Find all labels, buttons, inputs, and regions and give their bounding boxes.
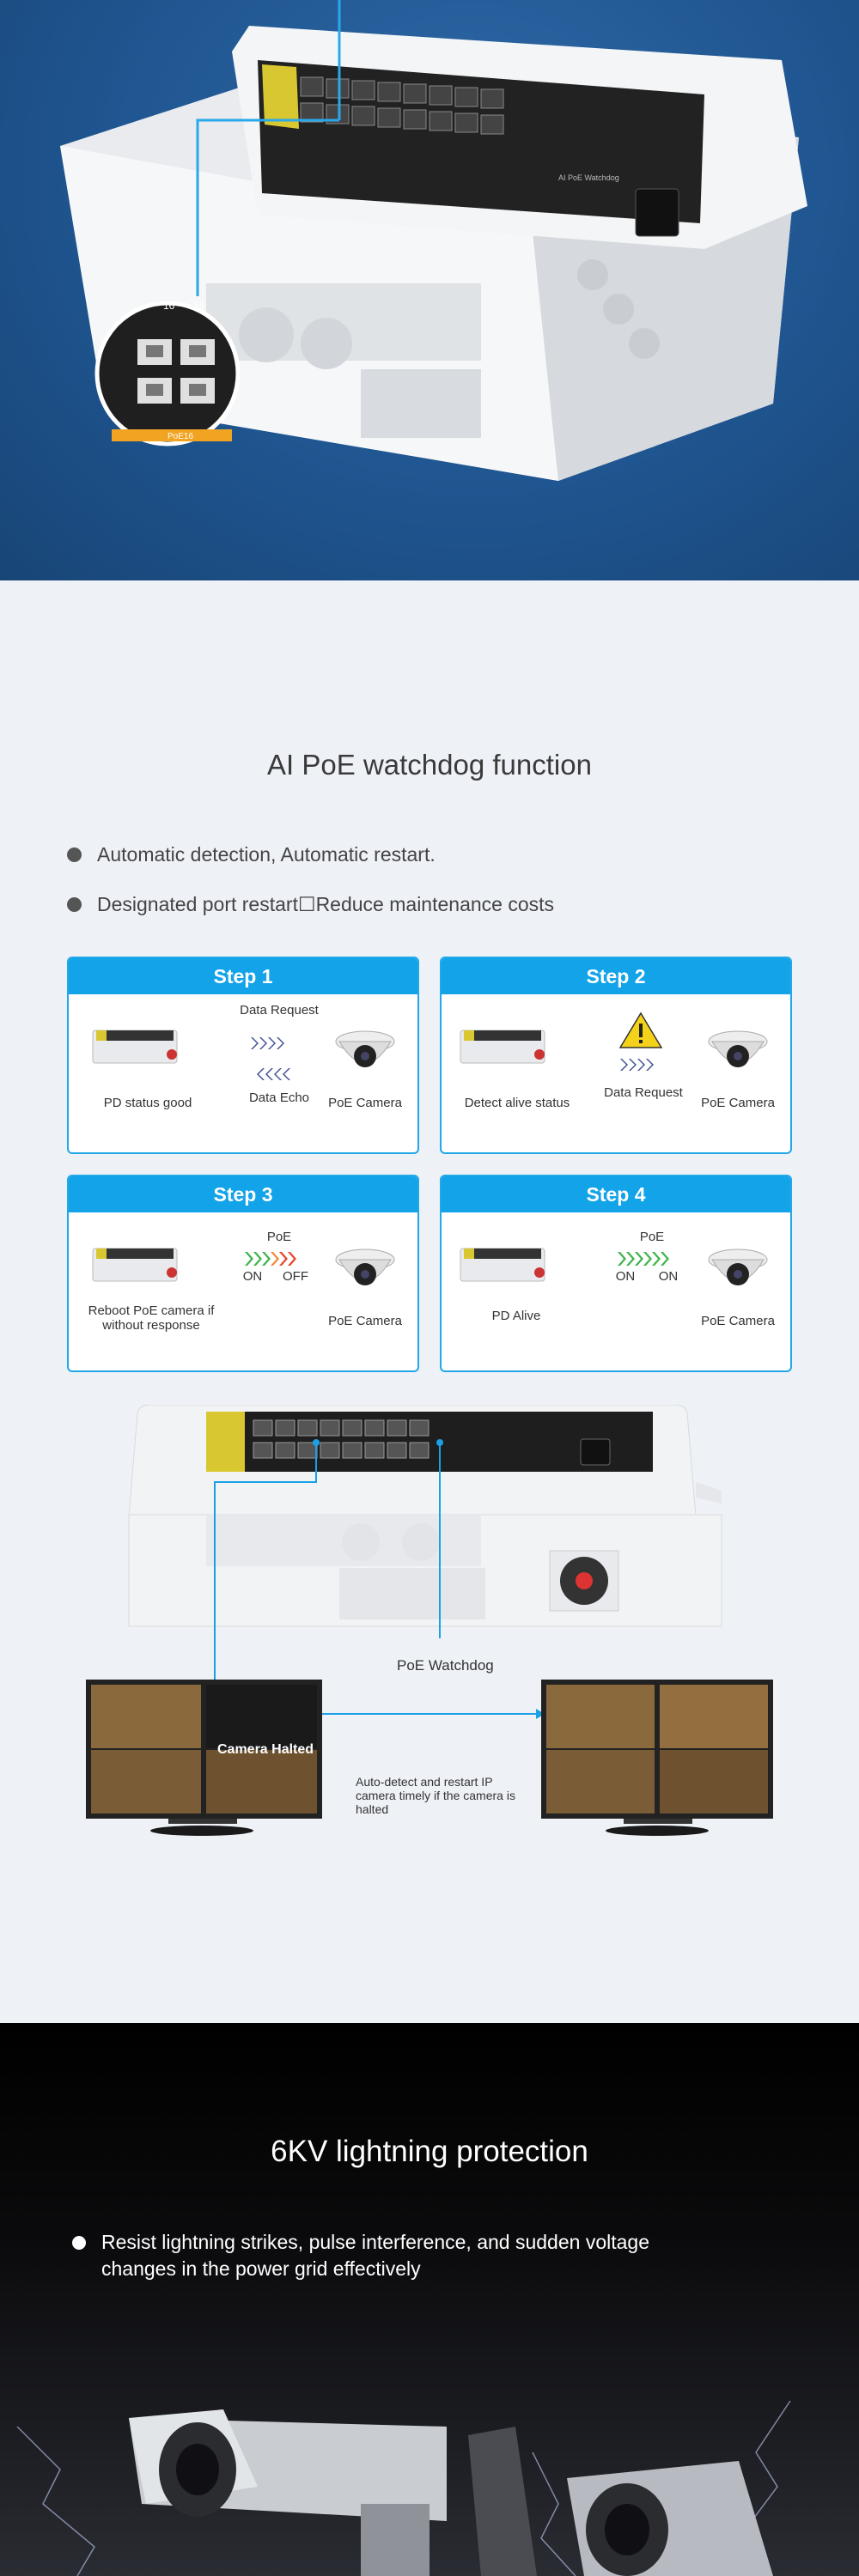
step-label: PoE Camera (701, 1314, 775, 1328)
camera-icon (708, 1030, 768, 1067)
step-3-graphic (92, 1248, 395, 1285)
step-label: PoE Camera (328, 1096, 402, 1110)
step-label: Data Request (604, 1085, 683, 1100)
step-card-3: Step 3 PoE ON (67, 1175, 419, 1372)
cameras-lightning-illustration (16, 2400, 791, 2576)
step-label: ON (615, 1269, 636, 1284)
bullet-text: Resist lightning strikes, pulse interfer… (101, 2231, 649, 2280)
bullet-dot (72, 2236, 86, 2250)
camera-halted-label: Camera Halted (217, 1742, 314, 1757)
step-label: PD status good (103, 1096, 192, 1110)
camera-icon (335, 1249, 395, 1285)
watchdog-section: AI PoE watchdog function Automatic detec… (0, 580, 859, 2023)
step-4-graphic (460, 1248, 768, 1285)
step-card-2: Step 2 (440, 957, 792, 1154)
watchdog-diagram (86, 1405, 773, 1836)
bullet-text: Designated port restart☐Reduce maintenan… (97, 893, 555, 915)
on-arrows (618, 1252, 669, 1266)
step-label: Data Echo (248, 1091, 310, 1105)
camera-icon (335, 1030, 395, 1067)
step-1-graphic (92, 1030, 395, 1080)
step-title: Step 1 (69, 958, 417, 994)
hero-switch-illustration: AI PoE Watchdog 16 15 PoE16 (60, 0, 807, 481)
bullet-dot (67, 848, 82, 862)
step-label: PoE Camera (701, 1096, 775, 1110)
step-2-graphic (460, 1012, 768, 1071)
bullet-item: Designated port restart☐Reduce maintenan… (67, 893, 554, 916)
section-title: 6KV lightning protection (271, 2135, 588, 2168)
camera-icon (708, 1249, 768, 1285)
step-label: ON (242, 1269, 263, 1284)
svg-text:PoE16: PoE16 (168, 432, 193, 441)
step-label: OFF (283, 1269, 308, 1284)
bullet-item: Resist lightning strikes, pulse interfer… (72, 2229, 673, 2282)
request-arrows (251, 1037, 284, 1049)
switch-icon (92, 1248, 178, 1282)
request-arrows (620, 1059, 654, 1071)
step-label: PoE (639, 1230, 665, 1244)
step-title: Step 4 (442, 1176, 790, 1212)
svg-text:15: 15 (193, 300, 205, 312)
echo-arrows (257, 1068, 290, 1080)
svg-text:16: 16 (163, 300, 175, 312)
hero-banner: AI PoE Watchdog 16 15 PoE16 (0, 0, 859, 580)
svg-text:AI PoE Watchdog: AI PoE Watchdog (558, 173, 619, 182)
auto-detect-text: Auto-detect and restart IP camera timely… (356, 1775, 515, 1816)
step-label: ON (658, 1269, 679, 1284)
step-label: Detect alive status (464, 1096, 570, 1110)
step-label: PoE (266, 1230, 292, 1244)
watchdog-label: PoE Watchdog (397, 1657, 494, 1674)
step-label: PoE Camera (328, 1314, 402, 1328)
step-title: Step 2 (442, 958, 790, 994)
switch-icon (460, 1248, 545, 1282)
step-label: Data Request (240, 1003, 319, 1018)
lightning-section: 6KV lightning protection Resist lightnin… (0, 2023, 859, 2576)
bullet-text: Automatic detection, Automatic restart. (97, 843, 436, 866)
section-title: AI PoE watchdog function (267, 749, 592, 781)
bullet-item: Automatic detection, Automatic restart. (67, 843, 436, 866)
step-title: Step 3 (69, 1176, 417, 1212)
switch-icon (92, 1030, 178, 1064)
on-off-arrows (245, 1252, 296, 1266)
step-card-4: Step 4 PoE ON (440, 1175, 792, 1372)
step-card-1: Step 1 (67, 957, 419, 1154)
step-label: Reboot PoE camera if without response (88, 1303, 215, 1333)
bullet-dot (67, 897, 82, 912)
warning-icon (618, 1012, 663, 1048)
step-label: PD Alive (491, 1309, 541, 1323)
switch-icon (460, 1030, 545, 1064)
